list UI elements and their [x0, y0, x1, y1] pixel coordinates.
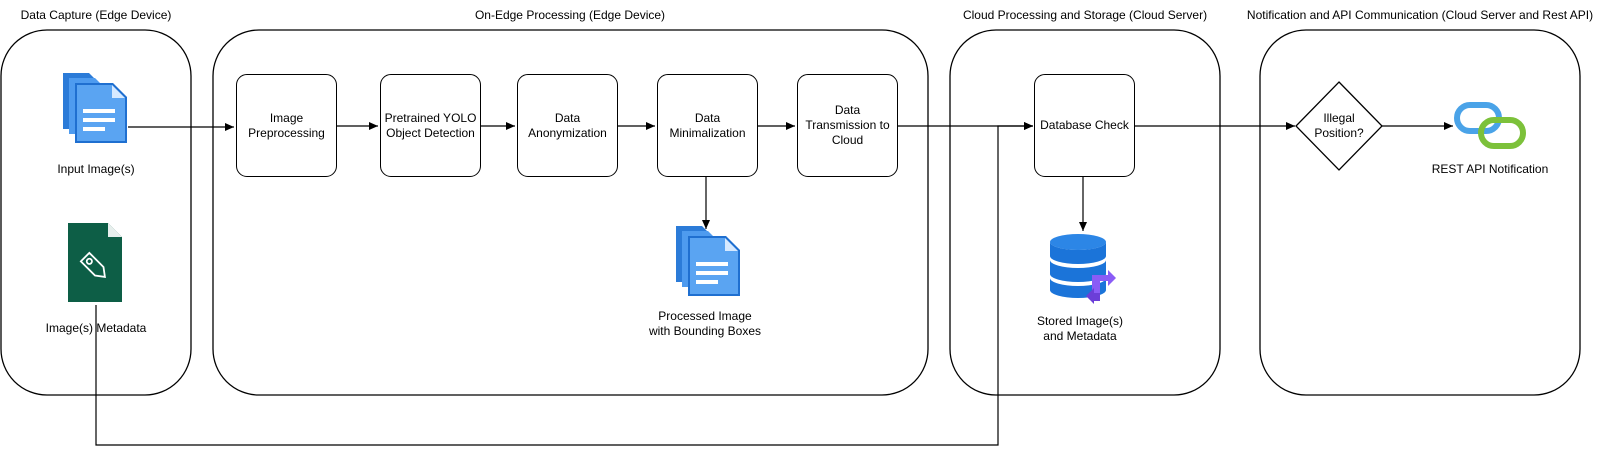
rest-api-label: REST API Notification	[1431, 162, 1549, 176]
node-label: Data Transmission to Cloud	[805, 103, 890, 147]
node-data-anonymization: Data Anonymization	[517, 74, 618, 177]
edge-metadata-to-database	[95, 122, 1033, 446]
node-label: Data Minimalization	[669, 110, 746, 140]
node-data-minimalization: Data Minimalization	[657, 74, 758, 177]
node-database-check: Database Check	[1034, 74, 1135, 177]
decision-label: Illegal Position?	[1314, 111, 1364, 140]
panel-cloud-processing	[949, 29, 1221, 396]
panel-notification	[1259, 29, 1581, 396]
node-label: Image Preprocessing	[248, 110, 325, 140]
link-icon	[1454, 102, 1526, 149]
node-yolo-detection: Pretrained YOLO Object Detection	[380, 74, 481, 177]
panel-title-cloud: Cloud Processing and Storage (Cloud Serv…	[962, 8, 1208, 22]
tag-document-icon	[68, 223, 122, 302]
node-data-transmission: Data Transmission to Cloud	[797, 74, 898, 177]
node-label: Pretrained YOLO Object Detection	[384, 110, 477, 140]
processed-image-label: Processed Image with Bounding Boxes	[648, 309, 762, 338]
node-image-preprocessing: Image Preprocessing	[236, 74, 337, 177]
documents-icon	[63, 73, 127, 143]
database-icon	[1050, 234, 1116, 304]
input-image-label: Input Image(s)	[57, 162, 135, 176]
panel-title-edge: On-Edge Processing (Edge Device)	[474, 8, 666, 22]
node-label: Database Check	[1040, 118, 1129, 132]
panel-title-notify: Notification and API Communication (Clou…	[1246, 8, 1594, 22]
panel-title-capture: Data Capture (Edge Device)	[20, 8, 172, 22]
decision-diamond	[1295, 81, 1383, 171]
documents-icon	[676, 226, 740, 296]
metadata-label: Image(s) Metadata	[45, 321, 147, 335]
stored-label: Stored Image(s) and Metadata	[1036, 314, 1124, 343]
node-label: Data Anonymization	[528, 110, 607, 140]
